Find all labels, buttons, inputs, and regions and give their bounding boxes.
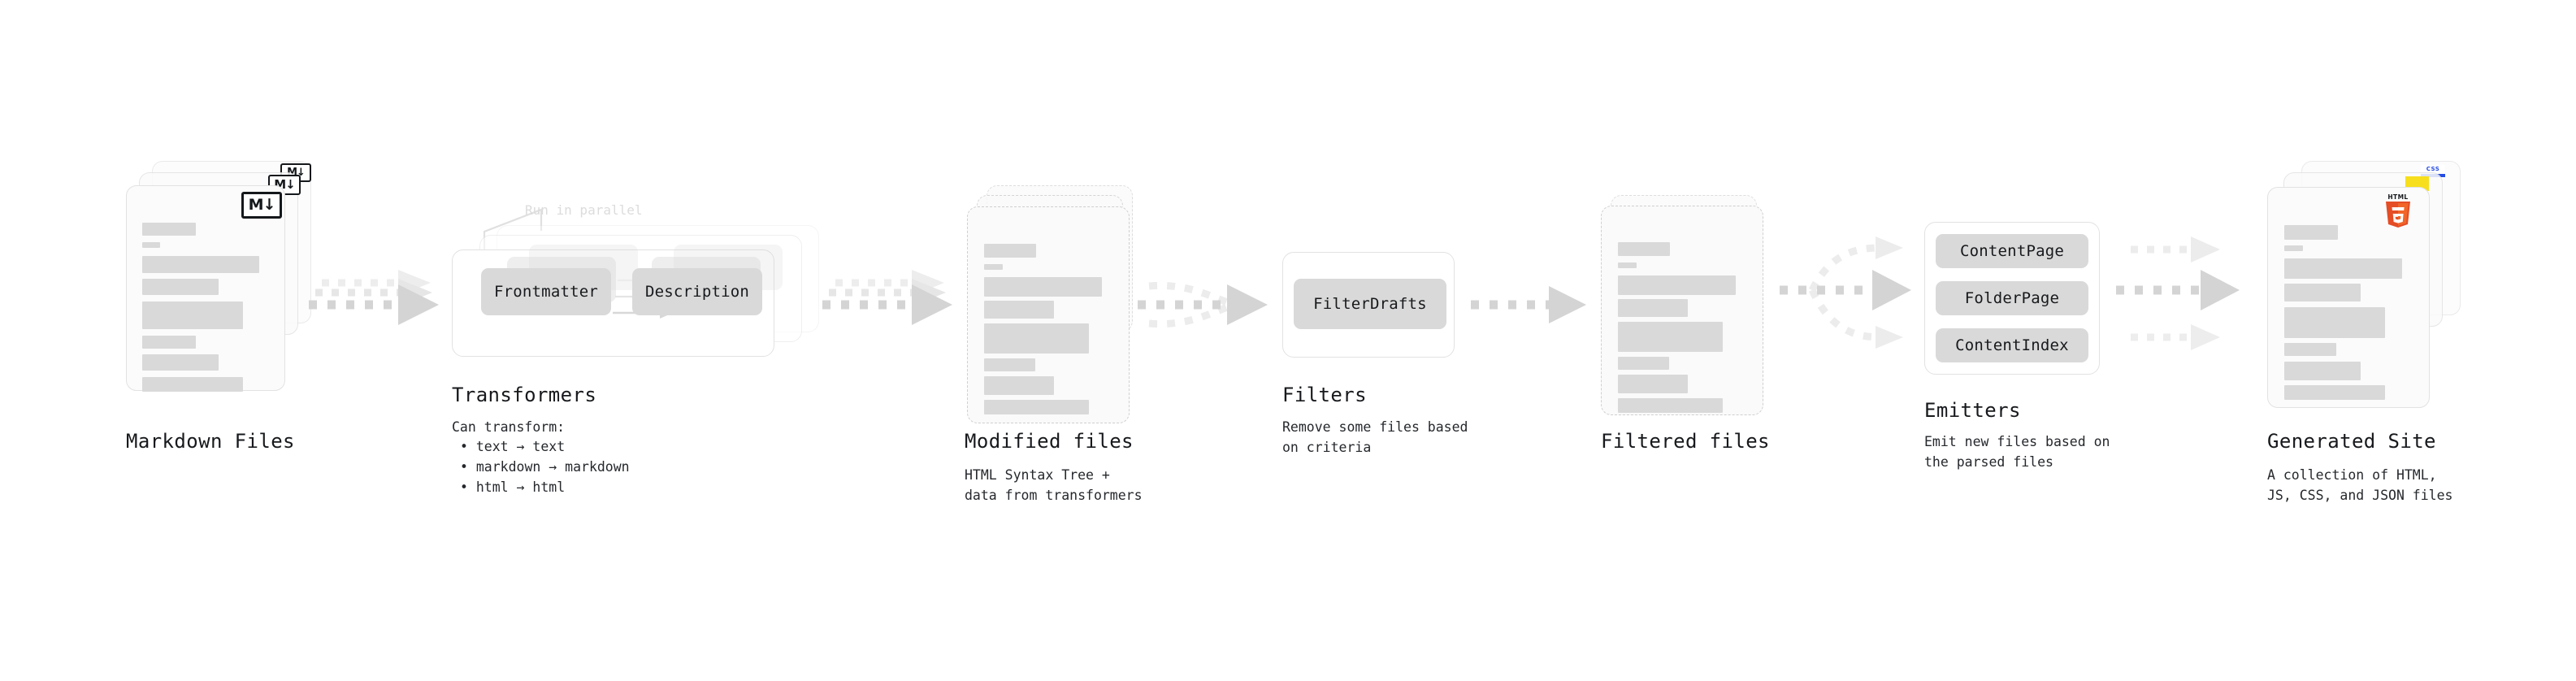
card-bar (2284, 307, 2385, 338)
card-bar (1618, 398, 1723, 413)
card-bar (142, 279, 219, 295)
card-bar (1618, 322, 1723, 352)
generated-site-card-stack: CSS HTML (2267, 161, 2470, 421)
emitters-title: Emitters (1924, 399, 2021, 422)
card-bar (1618, 262, 1637, 268)
card-bar (1618, 242, 1670, 256)
arrow-modified-to-filters (1138, 281, 1268, 328)
markdown-files-card-stack: M↓ M↓ M↓ (126, 161, 321, 421)
arrow-markdown-to-transformers (309, 270, 439, 325)
modified-files-card-stack (967, 185, 1146, 429)
generated-site-sub: A collection of HTML, JS, CSS, and JSON … (2267, 467, 2453, 504)
card-bar (1618, 375, 1688, 393)
transformers-group: Frontmatter Description (452, 225, 826, 371)
card-bar (2284, 258, 2402, 279)
card-bar (142, 354, 219, 371)
html5-icon: HTML (2386, 193, 2410, 228)
modified-files-sub: HTML Syntax Tree + data from transformer… (965, 467, 1143, 504)
card-bar (984, 244, 1036, 258)
emitter-chip-label: ContentIndex (1955, 336, 2069, 354)
emitters-sub: Emit new files based on the parsed files (1924, 434, 2110, 471)
filter-chip-label: FilterDrafts (1313, 295, 1427, 313)
transformers-bullet: • html → html (460, 479, 566, 496)
arrow-transformers-to-modified (822, 270, 952, 325)
card-bar (984, 277, 1102, 297)
transformers-sub: Can transform: (452, 419, 566, 435)
markdown-files-title: Markdown Files (126, 430, 295, 453)
card-bar (142, 301, 243, 329)
transformer-chip-frontmatter[interactable]: Frontmatter (481, 268, 611, 315)
card-bar (2284, 343, 2336, 356)
modified-files-title: Modified files (965, 430, 1134, 453)
card-bar (142, 377, 243, 392)
emitter-chip-folderpage[interactable]: FolderPage (1936, 281, 2088, 315)
card-bar (2284, 362, 2361, 380)
arrow-filters-to-filtered (1471, 286, 1586, 323)
emitter-chip-label: FolderPage (1964, 289, 2060, 307)
markdown-icon-arrow: ↓ (297, 167, 306, 179)
card-bar (2284, 385, 2385, 400)
emitter-chip-contentindex[interactable]: ContentIndex (1936, 328, 2088, 362)
generated-site-title: Generated Site (2267, 430, 2436, 453)
card-bar (142, 256, 259, 273)
card-bar (1618, 275, 1736, 295)
svg-text:HTML: HTML (2387, 193, 2408, 201)
arrow-emitters-to-site (2116, 236, 2240, 350)
run-in-parallel-label: Run in parallel (525, 202, 643, 218)
card-bar (984, 264, 1003, 270)
filtered-files-card-stack (1601, 195, 1780, 431)
transformer-chip-description[interactable]: Description (632, 268, 762, 315)
card-bar (1618, 299, 1688, 317)
transformer-chip-label: Frontmatter (493, 283, 599, 301)
card-bar (984, 323, 1089, 354)
filtered-files-title: Filtered files (1601, 430, 1770, 453)
arrow-filtered-to-emitters (1780, 236, 1911, 349)
card-bar (2284, 245, 2303, 251)
markdown-icon-arrow: ↓ (262, 196, 276, 214)
filters-sub: Remove some files based on criteria (1282, 419, 1468, 456)
card-bar (142, 223, 196, 236)
markdown-icon: M↓ (241, 192, 282, 219)
markdown-icon-letter: M (248, 196, 264, 214)
card-bar (984, 301, 1054, 319)
transformers-bullets: • text → text • markdown → markdown • ht… (460, 436, 630, 497)
transformers-title: Transformers (452, 384, 597, 406)
card-bar (1618, 357, 1669, 370)
card-bar (142, 336, 196, 349)
transformers-bullet: • text → text (460, 439, 566, 454)
emitter-chip-contentpage[interactable]: ContentPage (1936, 234, 2088, 268)
card-bar (984, 376, 1054, 395)
transformer-chip-label: Description (644, 283, 750, 301)
card-bar (984, 400, 1089, 414)
card-bar (2284, 225, 2338, 240)
card-bar (2284, 284, 2361, 301)
filters-title: Filters (1282, 384, 1367, 406)
css-icon-text: CSS (2426, 166, 2440, 172)
card-bar (984, 358, 1035, 371)
emitter-chip-label: ContentPage (1959, 242, 2065, 260)
transformers-bullet: • markdown → markdown (460, 459, 630, 475)
card-bar (142, 242, 160, 248)
filter-chip-filterdrafts[interactable]: FilterDrafts (1294, 279, 1446, 329)
markdown-icon-arrow: ↓ (285, 177, 296, 192)
